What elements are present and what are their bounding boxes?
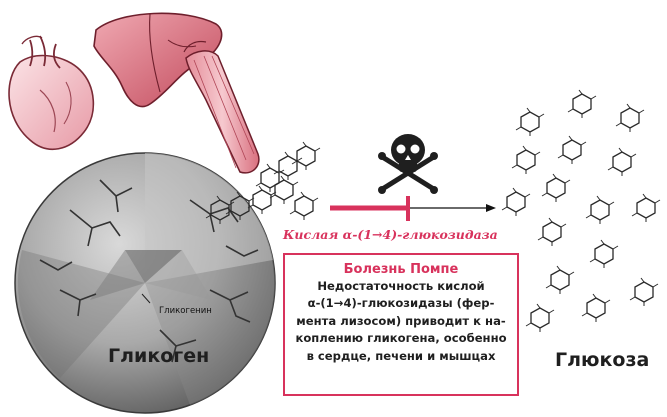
glucose-molecule-icon	[630, 278, 658, 306]
glucose-molecule-icon	[586, 196, 614, 224]
pompe-text-line: мента лизосом) приводит к на-	[285, 313, 517, 330]
pompe-text-line: α-(1→4)-глюкозидазы (фер-	[285, 295, 517, 312]
glucose-molecule-icon	[502, 188, 530, 216]
glucose-molecule-icon	[568, 90, 596, 118]
glycogen-label: Гликоген	[108, 345, 209, 367]
pompe-text-line: коплению гликогена, особенно	[285, 330, 517, 347]
glucose-molecule-icon	[590, 240, 618, 268]
glucose-molecule-icon	[632, 194, 660, 222]
pompe-text-line: в сердце, печени и мышцах	[285, 348, 517, 365]
glucose-label: Глюкоза	[555, 349, 649, 371]
muscle-icon	[184, 41, 259, 172]
glucose-molecule-icon	[558, 136, 586, 164]
glucose-molecule-icon	[538, 218, 566, 246]
glucose-molecule-icon	[516, 108, 544, 136]
glucose-molecule-icon	[616, 104, 644, 132]
glucose-molecule-icon	[582, 294, 610, 322]
glucose-molecule-icon	[542, 174, 570, 202]
glucose-molecules	[502, 90, 660, 332]
glucose-molecule-icon	[608, 148, 636, 176]
heart-icon	[9, 36, 93, 149]
enzyme-label: Кислая α-(1→4)-глюкозидаза	[283, 227, 498, 242]
glycogen-sphere	[15, 153, 275, 413]
pompe-title: Болезнь Помпе	[285, 261, 517, 278]
skull-crossbones-icon	[378, 134, 438, 194]
glucose-molecule-icon	[512, 146, 540, 174]
glucose-molecule-icon	[526, 304, 554, 332]
pompe-disease-box: Болезнь Помпе Недостаточность кислой α-(…	[283, 253, 519, 396]
pompe-text-line: Недостаточность кислой	[285, 278, 517, 295]
inhibited-arrow	[330, 196, 496, 221]
glucose-molecule-icon	[546, 266, 574, 294]
glycogenin-label: Гликогенин	[159, 306, 212, 316]
